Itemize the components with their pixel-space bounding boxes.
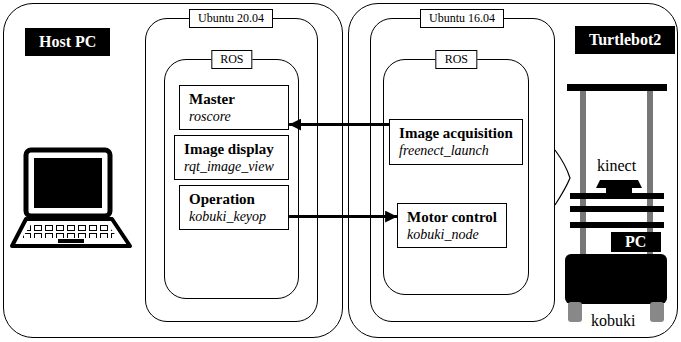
panel-heading: Host PC: [25, 28, 110, 56]
box-title: Master: [189, 90, 279, 108]
part-name: PC: [625, 233, 646, 251]
frame-tab: ROS: [211, 50, 252, 69]
process-box: Operationkobuki_keyop: [179, 185, 289, 230]
laptop-icon: [12, 150, 130, 246]
frame-tab: Ubuntu 20.04: [189, 9, 273, 28]
process-box: Masterroscore: [179, 85, 289, 130]
box-command: kobuki_node: [407, 226, 497, 243]
box-command: kobuki_keyop: [189, 208, 279, 225]
box-title: Operation: [189, 190, 279, 208]
box-command: rqt_image_view: [184, 158, 279, 175]
os-frame: Ubuntu 16.04ROSImage acquisitionfreenect…: [370, 18, 555, 322]
callout-pointer: [555, 150, 570, 205]
box-command: roscore: [189, 108, 279, 125]
ros-frame: ROSImage acquisitionfreenect_launchMotor…: [383, 59, 529, 295]
box-title: Image acquisition: [399, 124, 513, 142]
box-title: Image display: [184, 140, 279, 158]
arrow-connector: [289, 123, 389, 126]
ros-frame: ROSMasterroscoreImage displayrqt_image_v…: [164, 59, 299, 299]
turtlebot-illustration: [565, 84, 667, 322]
frame-tab: Ubuntu 16.04: [420, 9, 504, 28]
box-title: Motor control: [407, 208, 497, 226]
arrow-connector: [289, 215, 397, 218]
process-box: Motor controlkobuki_node: [397, 203, 507, 248]
frame-tab: ROS: [436, 50, 477, 69]
part-name: kobuki: [591, 312, 635, 330]
process-box: Image displayrqt_image_view: [174, 135, 289, 180]
os-frame: Ubuntu 20.04ROSMasterroscoreImage displa…: [145, 18, 318, 322]
process-box: Image acquisitionfreenect_launch: [389, 119, 523, 165]
host-pc-panel: Host PC Ubuntu 20.04ROS MasterroscoreImage…: [3, 3, 343, 338]
box-command: freenect_launch: [399, 142, 513, 159]
part-name: kinect: [597, 157, 636, 175]
panel-heading: Turtlebot2: [575, 26, 675, 54]
